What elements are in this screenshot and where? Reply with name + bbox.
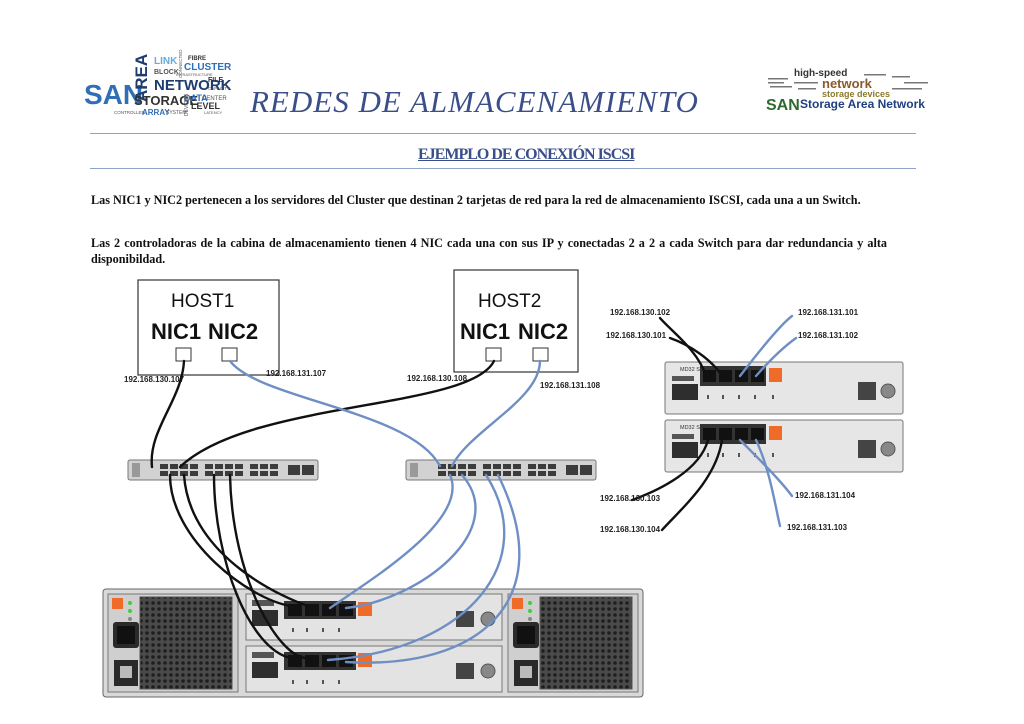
host1-label: HOST1 bbox=[171, 291, 234, 312]
host2-nic2-port bbox=[532, 347, 549, 362]
logo-word-controller: CONTROLLER bbox=[114, 110, 146, 115]
ip-label-130-101: 192.168.130.101 bbox=[606, 331, 667, 340]
host1-nic2-port bbox=[221, 347, 238, 362]
logo-word-storage-devices: storage devices bbox=[822, 89, 890, 99]
logo-word-area: AREA bbox=[132, 54, 151, 102]
logo-word-storage-area-network: Storage Area Network bbox=[800, 97, 925, 111]
logo-word-data: DATA bbox=[184, 93, 208, 103]
logo-word-fibre: FIBRE bbox=[188, 56, 206, 62]
cable-top-ctrl-130-101 bbox=[668, 336, 724, 378]
logo-word-network: NETWORK bbox=[154, 77, 232, 94]
controller-panel-bottom: MD32 Series bbox=[664, 419, 904, 473]
host2-nic1-label: NIC1 bbox=[460, 319, 510, 344]
host1-nic2-label: NIC2 bbox=[208, 319, 258, 344]
paragraph-controllers: Las 2 controladoras de la cabina de alma… bbox=[91, 236, 887, 266]
logo-word-array: ARRAY bbox=[142, 108, 170, 117]
switch-2 bbox=[405, 459, 597, 481]
array-controller-1 bbox=[245, 645, 503, 693]
host1-box bbox=[137, 279, 280, 376]
ip-label-130-103: 192.168.130.103 bbox=[600, 494, 661, 503]
cable-bottom-ctrl-130-103 bbox=[630, 438, 710, 502]
cable-bottom-ctrl-131-103 bbox=[754, 438, 782, 528]
title-rule bbox=[90, 133, 916, 134]
logo-word-high-speed: high-speed bbox=[794, 68, 847, 79]
ip-label-131-101: 192.168.131.101 bbox=[798, 308, 859, 317]
cable-switch2-ctrl1-b bbox=[344, 473, 521, 664]
logo-word-cluster: CLUSTER bbox=[184, 62, 232, 73]
host1-nic1-port bbox=[175, 347, 192, 362]
cable-top-ctrl-131-102 bbox=[754, 336, 798, 378]
logo-word-infrastructure: INFRASTRUCTURE bbox=[176, 72, 213, 77]
storage-array bbox=[102, 588, 644, 698]
host2: HOST2 NIC1 NIC2 bbox=[453, 269, 579, 373]
san-word-cloud-logo: SAN AREA NETWORK STORAGE BLOCK LINK CLUS… bbox=[84, 49, 232, 117]
host2-nic1-port bbox=[485, 347, 502, 362]
cable-host2-nic2-switch2 bbox=[450, 359, 542, 468]
logo-word-link: LINK bbox=[154, 56, 178, 67]
logo-word-level: LEVEL bbox=[191, 101, 221, 111]
ip-label-130-104: 192.168.130.104 bbox=[600, 525, 661, 534]
cable-switch2-ctrl0-a bbox=[328, 473, 454, 610]
cable-switch1-ctrl0-a bbox=[168, 473, 293, 608]
page-title: REDES DE ALMACENAMIENTO bbox=[250, 84, 699, 119]
page-subtitle: EJEMPLO DE CONEXIÓN ISCSI bbox=[418, 146, 635, 163]
host1-nic1-ip: 192.168.130.107 bbox=[124, 375, 185, 384]
host1-nic1-label: NIC1 bbox=[151, 319, 201, 344]
cable-host1-nic2-switch2 bbox=[228, 359, 442, 468]
host1-nic2-ip: 192.168.131.107 bbox=[266, 369, 327, 378]
logo-word-network: network bbox=[822, 76, 873, 91]
cable-switch2-ctrl1-a bbox=[326, 473, 506, 662]
logo-word-block: BLOCK bbox=[154, 69, 179, 76]
host2-box bbox=[453, 269, 579, 373]
host2-nic2-ip: 192.168.131.108 bbox=[540, 381, 601, 390]
ip-label-130-102: 192.168.130.102 bbox=[610, 308, 671, 317]
cable-switch1-ctrl1-b bbox=[228, 473, 310, 660]
cable-host1-nic1-switch1 bbox=[150, 359, 186, 469]
host1: HOST1 NIC1 NIC2 bbox=[137, 279, 280, 376]
cable-host2-nic1-switch1 bbox=[178, 359, 496, 469]
controller-bottom-series: MD32 Series bbox=[680, 425, 712, 431]
ip-label-131-104: 192.168.131.104 bbox=[795, 491, 856, 500]
logo-word-system: SYSTEM bbox=[166, 110, 187, 116]
cable-switch2-ctrl0-b bbox=[344, 473, 477, 610]
controller-panel-top: MD32 Series bbox=[664, 361, 904, 415]
paragraph-nics: Las NIC1 y NIC2 pertenecen a los servido… bbox=[91, 193, 861, 207]
logo-word-storage: STORAGE bbox=[134, 93, 198, 108]
ip-label-131-102: 192.168.131.102 bbox=[798, 331, 859, 340]
logo-word-san: SAN bbox=[84, 79, 143, 110]
logo-word-connected: CONNECTED bbox=[178, 49, 183, 78]
san-storage-area-network-logo: high-speed network storage devices SAN S… bbox=[766, 68, 928, 114]
switch-1 bbox=[127, 459, 319, 481]
host2-nic2-label: NIC2 bbox=[518, 319, 568, 344]
cable-bottom-ctrl-130-104 bbox=[660, 438, 724, 532]
logo-word-file: FILE bbox=[208, 77, 223, 84]
logo-word-latency: LATENCY bbox=[204, 110, 222, 115]
logo-word-center: CENTER bbox=[202, 96, 227, 102]
subtitle-rule bbox=[90, 168, 916, 169]
logo-word-san: SAN bbox=[766, 97, 800, 114]
host2-nic1-ip: 192.168.130.108 bbox=[407, 374, 468, 383]
cable-switch1-ctrl1-a bbox=[212, 473, 293, 660]
controller-top-series: MD32 Series bbox=[680, 367, 712, 373]
array-controller-0 bbox=[245, 593, 503, 641]
host2-label: HOST2 bbox=[478, 291, 541, 312]
cable-switch1-ctrl0-b bbox=[182, 473, 310, 608]
cable-top-ctrl-131-101 bbox=[738, 314, 794, 378]
cable-top-ctrl-130-102 bbox=[658, 316, 708, 378]
ip-label-131-103: 192.168.131.103 bbox=[787, 523, 848, 532]
cable-bottom-ctrl-131-104 bbox=[738, 438, 794, 498]
logo-word-devices: DEVICES bbox=[184, 93, 190, 116]
logo-word-capacity: CAPACITY bbox=[208, 86, 230, 91]
